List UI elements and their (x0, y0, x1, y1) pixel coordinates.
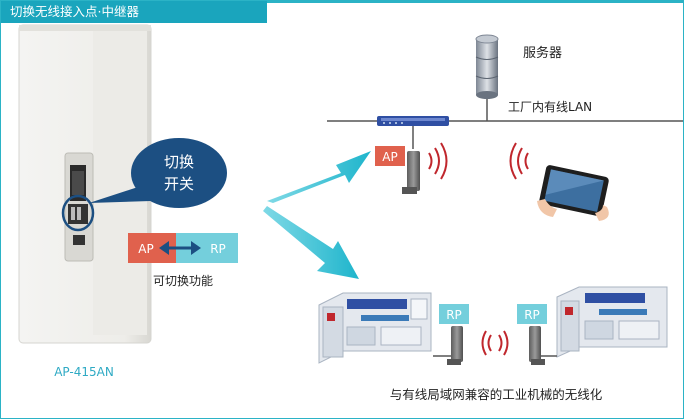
industrial-machine-right (556, 286, 668, 358)
rp-antenna-left-icon (447, 326, 463, 365)
switch-callout: 切换 开关 (89, 138, 227, 208)
rp-mode-label: RP (210, 242, 226, 256)
ap-badge (375, 146, 405, 166)
machines-caption: 与有线局域网兼容的工业机械的无线化 (390, 387, 603, 402)
tablet-icon (509, 142, 609, 221)
lan-label: 工厂内有线LAN (508, 100, 592, 114)
title-text: 切换无线接入点·中继器 (10, 4, 139, 19)
rp-badge-right (517, 304, 547, 324)
double-arrow-icon (159, 241, 201, 255)
arrow-to-machines (263, 206, 359, 279)
server-label: 服务器 (523, 45, 562, 61)
mode-toggle: AP RP 可切换功能 (128, 233, 238, 288)
rp-badge-left (439, 304, 469, 324)
ap-415an-device (18, 24, 152, 344)
toggle-caption: 可切换功能 (153, 274, 213, 288)
rp-antenna-right-icon (529, 326, 545, 365)
network-switch-icon (377, 116, 449, 126)
ap-badge-label: AP (382, 150, 397, 164)
title-rule (267, 1, 683, 3)
callout-line-2: 开关 (164, 175, 194, 193)
signal-waves-icon (428, 142, 448, 180)
title-banner: 切换无线接入点·中继器 (1, 1, 267, 23)
device-model-label: AP-415AN (54, 365, 114, 379)
arrow-to-ap (267, 151, 371, 203)
callout-line-1: 切换 (164, 153, 194, 171)
rp-signal-waves-icon (481, 330, 509, 356)
industrial-machine-left (318, 292, 432, 364)
rp-badge-left-label: RP (446, 308, 462, 322)
tablet-signal-waves-icon (509, 142, 529, 180)
server-icon (475, 34, 499, 99)
ap-mode-label: AP (138, 242, 153, 256)
switch-highlight-ring (61, 194, 95, 232)
ap-antenna-icon (402, 151, 420, 194)
rp-badge-right-label: RP (524, 308, 540, 322)
